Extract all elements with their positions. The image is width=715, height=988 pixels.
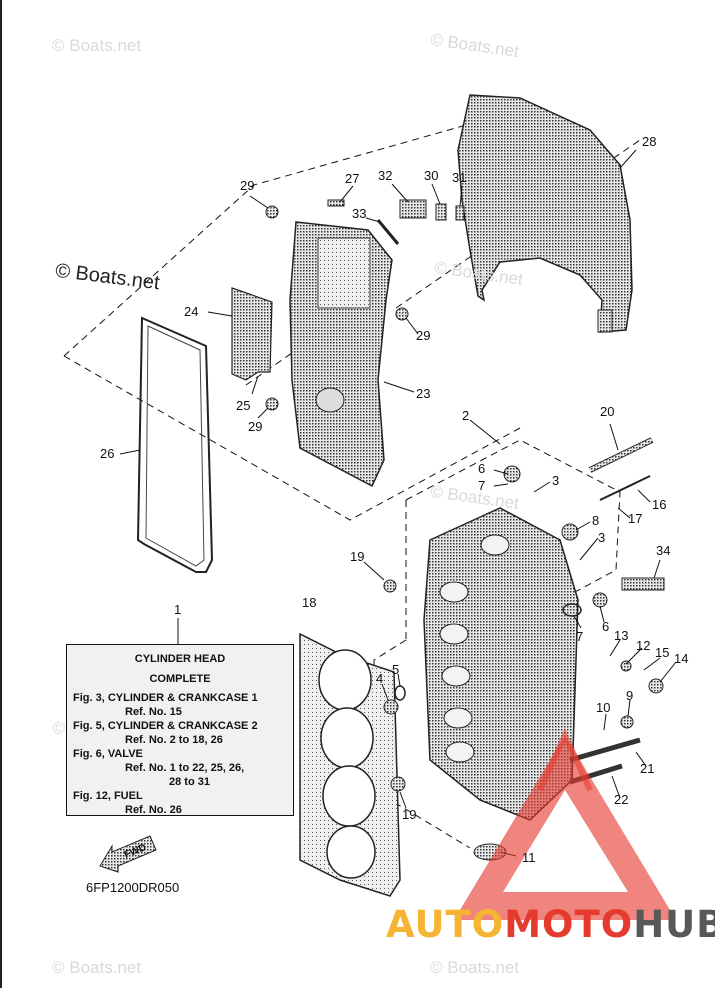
callout-32: 32 <box>378 168 393 183</box>
ref-line: Fig. 12, FUEL <box>73 790 143 802</box>
leader-lines <box>119 149 677 857</box>
plate-part-24 <box>231 287 273 381</box>
callout-6a: 6 <box>478 461 486 476</box>
cover-gasket-part-26 <box>136 316 214 573</box>
ref-line: Fig. 5, CYLINDER & CRANKCASE 2 <box>73 720 258 732</box>
automotohub-triangle-logo <box>454 735 676 920</box>
callout-22: 22 <box>614 792 629 807</box>
callout-20: 20 <box>600 404 615 419</box>
watermark-bottom-right: © Boats.net <box>430 958 520 977</box>
spark-plug-part-34 <box>621 577 665 591</box>
outer-cover-part-28 <box>457 94 633 333</box>
callout-2: 2 <box>462 408 470 423</box>
stud-part-17 <box>599 475 651 501</box>
watermark-top-left: © Boats.net <box>52 36 142 55</box>
callout-23: 23 <box>416 386 431 401</box>
callout-7a: 7 <box>478 478 486 493</box>
callout-16: 16 <box>652 497 667 512</box>
cover-dashed-frame <box>63 123 471 357</box>
callout-29c: 29 <box>248 419 263 434</box>
watermark-bottom-left: © Boats.net <box>52 958 142 977</box>
callout-34: 34 <box>656 543 671 558</box>
logo-hub: HUB <box>633 903 715 946</box>
reference-box: CYLINDER HEAD COMPLETE Fig. 3, CYLINDER … <box>66 644 294 816</box>
callout-29b: 29 <box>416 328 431 343</box>
ref-line: Fig. 6, VALVE <box>73 748 143 760</box>
callout-19b: 19 <box>402 807 417 822</box>
callout-14: 14 <box>674 651 689 666</box>
callout-15: 15 <box>655 645 670 660</box>
callout-26: 26 <box>100 446 115 461</box>
callout-21: 21 <box>640 761 655 776</box>
callout-25: 25 <box>236 398 251 413</box>
callout-3b: 3 <box>598 530 606 545</box>
ref-line: Ref. No. 15 <box>125 706 182 718</box>
head-dashed-frame <box>405 439 621 601</box>
callout-18: 18 <box>302 595 317 610</box>
logo-auto: AUTO <box>386 903 505 946</box>
ref-line: Ref. No. 2 to 18, 26 <box>125 734 223 746</box>
bolt-part-21 <box>569 737 641 763</box>
callout-27: 27 <box>345 171 360 186</box>
callout-11: 11 <box>522 850 536 865</box>
head-port-openings <box>439 581 475 763</box>
callout-7b: 7 <box>576 629 584 644</box>
callout-19a: 19 <box>350 549 365 564</box>
automotohub-logo: AUTOMOTOHUB <box>386 903 715 946</box>
callout-3a: 3 <box>552 473 560 488</box>
callout-17: 17 <box>628 511 643 526</box>
callout-24: 24 <box>184 304 199 319</box>
callout-33: 33 <box>352 206 367 221</box>
callout-13: 13 <box>614 628 629 643</box>
callout-29a: 29 <box>240 178 255 193</box>
ref-title-1: CYLINDER HEAD <box>134 653 226 665</box>
callout-10: 10 <box>596 700 611 715</box>
callout-9: 9 <box>626 688 634 703</box>
callout-28: 28 <box>642 134 657 149</box>
fwd-arrow <box>99 835 157 873</box>
ref-line: Ref. No. 1 to 22, 25, 26, <box>125 762 245 774</box>
callout-30: 30 <box>424 168 439 183</box>
diagram-code: 6FP1200DR050 <box>86 880 180 895</box>
ref-line: Fig. 3, CYLINDER & CRANKCASE 1 <box>73 692 258 704</box>
logo-moto: MOTO <box>504 903 634 946</box>
ref-line: 28 to 31 <box>169 776 210 788</box>
callout-6b: 6 <box>602 619 610 634</box>
callout-12: 12 <box>636 638 651 653</box>
ref-title-2: COMPLETE <box>149 673 211 685</box>
callout-31: 31 <box>452 170 467 185</box>
callout-4: 4 <box>376 671 384 686</box>
callout-8: 8 <box>592 513 600 528</box>
callout-5: 5 <box>392 662 400 677</box>
callout-1: 1 <box>174 602 182 617</box>
ref-line: Ref. No. 26 <box>125 804 182 816</box>
